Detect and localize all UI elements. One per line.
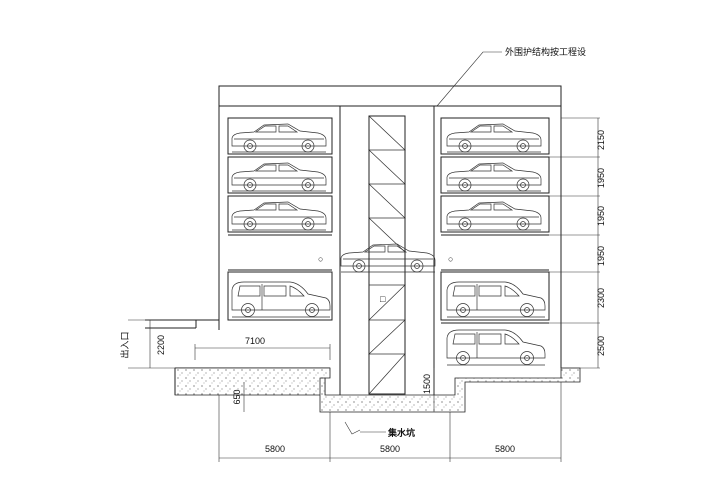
height-dimensions: 2150 1950 1950 1950 2300 2500 xyxy=(549,117,606,369)
bay-width-1: 5800 xyxy=(265,444,285,454)
light-marker: ○ xyxy=(448,254,453,264)
height-1: 2150 xyxy=(596,130,606,150)
car-left-3 xyxy=(231,201,327,231)
car-right-2 xyxy=(446,162,542,192)
van-right-1 xyxy=(446,281,546,318)
pit-depth-left: 650 xyxy=(232,389,242,404)
roof xyxy=(218,85,562,368)
pit-depth-right: 1500 xyxy=(422,374,432,394)
left-parking-column: ○ xyxy=(227,117,333,321)
height-6: 2500 xyxy=(596,336,606,356)
lift-car xyxy=(340,243,436,273)
pit-dimensions: 650 1500 xyxy=(232,368,435,412)
width-dimensions: 5800 5800 5800 xyxy=(218,382,562,462)
sump-label: 集水坑 xyxy=(387,427,415,438)
bay-width-2: 5800 xyxy=(380,444,400,454)
van-left-1 xyxy=(231,281,331,318)
height-3: 1950 xyxy=(596,206,606,226)
annotation-leader: 外围护结构按工程设 xyxy=(436,46,586,107)
bay-width-3: 5800 xyxy=(495,444,515,454)
marker: □ xyxy=(380,294,386,304)
lift-shaft: □ xyxy=(339,106,436,397)
light-marker: ○ xyxy=(318,254,323,264)
ramp-length: 7100 xyxy=(245,336,265,346)
entrance-dimension: 2200 出入口 xyxy=(119,319,175,369)
car-right-3 xyxy=(446,201,542,231)
entrance-height: 2200 xyxy=(156,335,166,355)
car-left-2 xyxy=(231,162,327,192)
ramp-dimension: 7100 xyxy=(194,336,331,360)
car-right-1 xyxy=(446,123,542,153)
enclosure-note: 外围护结构按工程设 xyxy=(505,46,586,57)
sump: 集水坑 xyxy=(344,421,415,438)
height-4: 1950 xyxy=(596,246,606,266)
van-right-2 xyxy=(446,329,546,366)
entrance-label: 出入口 xyxy=(119,331,130,358)
ground-section xyxy=(145,319,581,413)
car-left-1 xyxy=(231,123,327,153)
height-5: 2300 xyxy=(596,288,606,308)
right-parking-column: ○ xyxy=(440,117,550,366)
height-2: 1950 xyxy=(596,168,606,188)
